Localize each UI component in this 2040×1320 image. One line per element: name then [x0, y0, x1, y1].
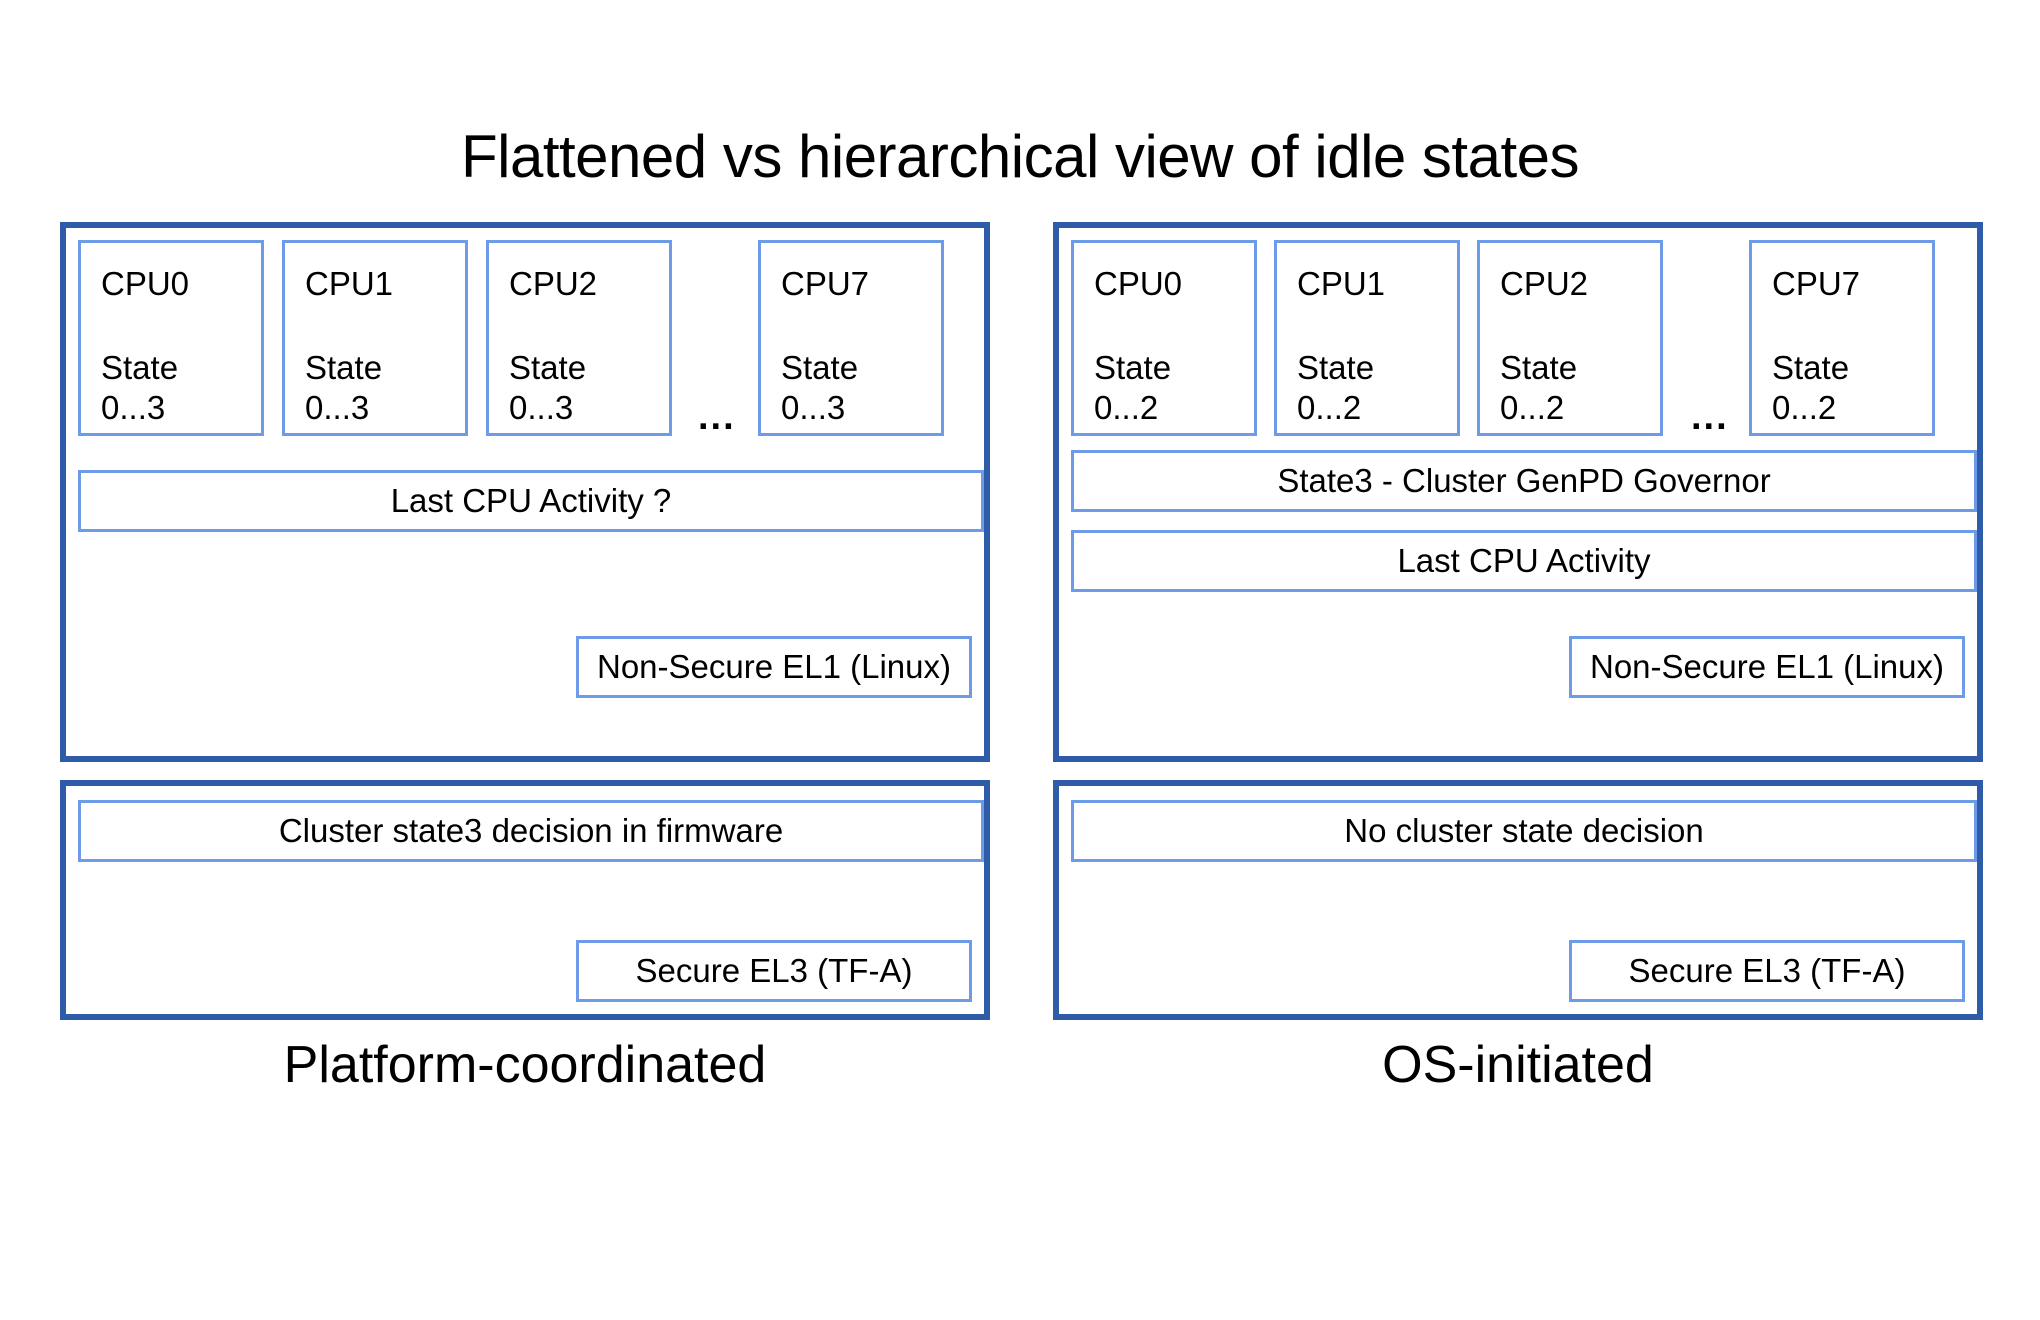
left-firmware-panel: Cluster state3 decision in firmware Secu…	[60, 780, 990, 1020]
cpu-state-label: State	[1297, 349, 1375, 386]
cpu-state-label: State	[305, 349, 383, 386]
cpu-name-label: CPU0	[101, 265, 190, 302]
cpu-state-label: State	[509, 349, 587, 386]
left-non-secure-el1-badge: Non-Secure EL1 (Linux)	[576, 636, 972, 698]
cpu-state-range: 0...3	[781, 389, 846, 426]
cpu-state-label: State	[101, 349, 179, 386]
cpu-state-label: State	[781, 349, 859, 386]
right-cpu-ellipsis: ...	[1691, 396, 1729, 438]
right-firmware-panel: No cluster state decision Secure EL3 (TF…	[1053, 780, 1983, 1020]
right-os-panel: CPU0 State 0...2 CPU1 State 0...2 CPU2 S…	[1053, 222, 1983, 762]
cpu-name-label: CPU2	[509, 265, 598, 302]
cpu-state-range: 0...3	[305, 389, 370, 426]
right-secure-el3-badge: Secure EL3 (TF-A)	[1569, 940, 1965, 1002]
cpu-state-range: 0...3	[509, 389, 574, 426]
right-cpu-card-cpu0[interactable]: CPU0 State 0...2	[1071, 240, 1257, 436]
cpu-state-block: State 0...3	[781, 348, 858, 428]
page-title: Flattened vs hierarchical view of idle s…	[460, 123, 1580, 190]
right-panel-caption: OS-initiated	[1382, 1036, 1654, 1094]
left-secure-el3-badge: Secure EL3 (TF-A)	[576, 940, 972, 1002]
right-cluster-decision-box[interactable]: No cluster state decision	[1071, 800, 1977, 862]
right-cpu-card-cpu7[interactable]: CPU7 State 0...2	[1749, 240, 1935, 436]
left-last-cpu-activity-box[interactable]: Last CPU Activity ?	[78, 470, 984, 532]
cpu-state-range: 0...2	[1297, 389, 1362, 426]
right-cpu-card-cpu2[interactable]: CPU2 State 0...2	[1477, 240, 1663, 436]
left-cpu-card-cpu7[interactable]: CPU7 State 0...3	[758, 240, 944, 436]
cpu-state-block: State 0...3	[305, 348, 382, 428]
cpu-state-block: State 0...2	[1094, 348, 1171, 428]
cpu-name-label: CPU0	[1094, 265, 1183, 302]
right-cluster-genpd-governor-box[interactable]: State3 - Cluster GenPD Governor	[1071, 450, 1977, 512]
cpu-state-block: State 0...2	[1500, 348, 1577, 428]
left-cpu-ellipsis: ...	[698, 396, 736, 438]
cpu-name-label: CPU7	[781, 265, 870, 302]
right-cpu-card-cpu1[interactable]: CPU1 State 0...2	[1274, 240, 1460, 436]
cpu-state-label: State	[1094, 349, 1172, 386]
cpu-state-block: State 0...2	[1772, 348, 1849, 428]
cpu-state-label: State	[1772, 349, 1850, 386]
left-cpu-card-cpu0[interactable]: CPU0 State 0...3	[78, 240, 264, 436]
cpu-state-block: State 0...3	[101, 348, 178, 428]
cpu-name-label: CPU2	[1500, 265, 1589, 302]
left-os-panel: CPU0 State 0...3 CPU1 State 0...3 CPU2 S…	[60, 222, 990, 762]
cpu-name-label: CPU1	[1297, 265, 1386, 302]
left-cpu-card-cpu2[interactable]: CPU2 State 0...3	[486, 240, 672, 436]
cpu-name-label: CPU7	[1772, 265, 1861, 302]
right-last-cpu-activity-box[interactable]: Last CPU Activity	[1071, 530, 1977, 592]
cpu-name-label: CPU1	[305, 265, 394, 302]
left-panel-caption: Platform-coordinated	[283, 1036, 767, 1094]
right-non-secure-el1-badge: Non-Secure EL1 (Linux)	[1569, 636, 1965, 698]
cpu-state-block: State 0...3	[509, 348, 586, 428]
cpu-state-block: State 0...2	[1297, 348, 1374, 428]
cpu-state-label: State	[1500, 349, 1578, 386]
left-cluster-decision-box[interactable]: Cluster state3 decision in firmware	[78, 800, 984, 862]
left-cpu-card-cpu1[interactable]: CPU1 State 0...3	[282, 240, 468, 436]
cpu-state-range: 0...2	[1094, 389, 1159, 426]
cpu-state-range: 0...3	[101, 389, 166, 426]
cpu-state-range: 0...2	[1772, 389, 1837, 426]
cpu-state-range: 0...2	[1500, 389, 1565, 426]
